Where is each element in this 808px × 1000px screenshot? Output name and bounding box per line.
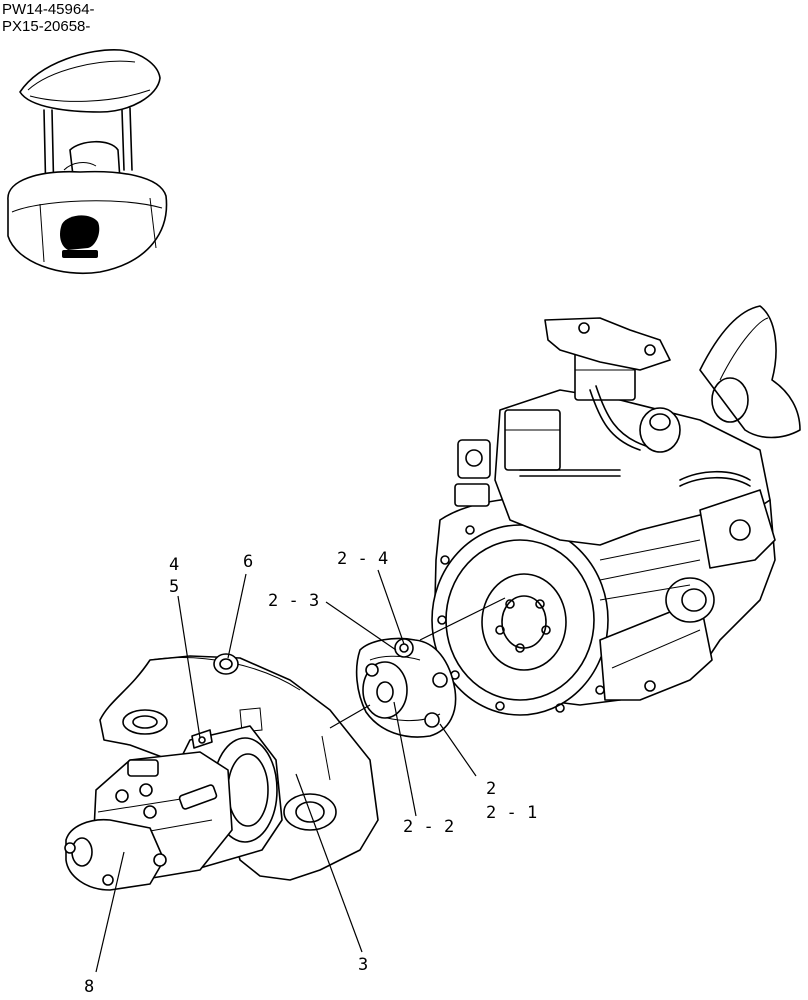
hydraulic-pump <box>64 725 283 891</box>
leader-4-5 <box>177 595 201 739</box>
leader-6 <box>227 573 247 659</box>
callout-4: 4 <box>169 555 179 575</box>
leader-3 <box>295 773 363 953</box>
callout-2-3: 2 - 3 <box>268 591 319 611</box>
leader-2-2 <box>393 701 417 817</box>
callout-2-1: 2 - 1 <box>486 803 537 823</box>
serial-range-line-2: PX15-20658- <box>2 18 91 35</box>
assembly-line-coupling-flywheel <box>419 597 506 641</box>
leader-2-3 <box>325 601 397 651</box>
callout-2-2: 2 - 2 <box>403 817 454 837</box>
machine-locator-icon <box>7 49 168 274</box>
leader-8 <box>95 851 125 973</box>
callout-3: 3 <box>358 955 368 975</box>
callout-8: 8 <box>84 977 94 997</box>
coupling-assembly <box>355 637 457 738</box>
assembly-line-pump-coupling <box>329 704 371 729</box>
engine-assembly <box>431 305 801 716</box>
leader-2 <box>439 723 477 777</box>
callout-2-4: 2 - 4 <box>337 549 388 569</box>
callout-5: 5 <box>169 577 179 597</box>
serial-range-line-1: PW14-45964- <box>2 1 95 18</box>
callout-6: 6 <box>243 552 253 572</box>
leader-2-4 <box>377 569 405 645</box>
callout-2: 2 <box>486 779 496 799</box>
